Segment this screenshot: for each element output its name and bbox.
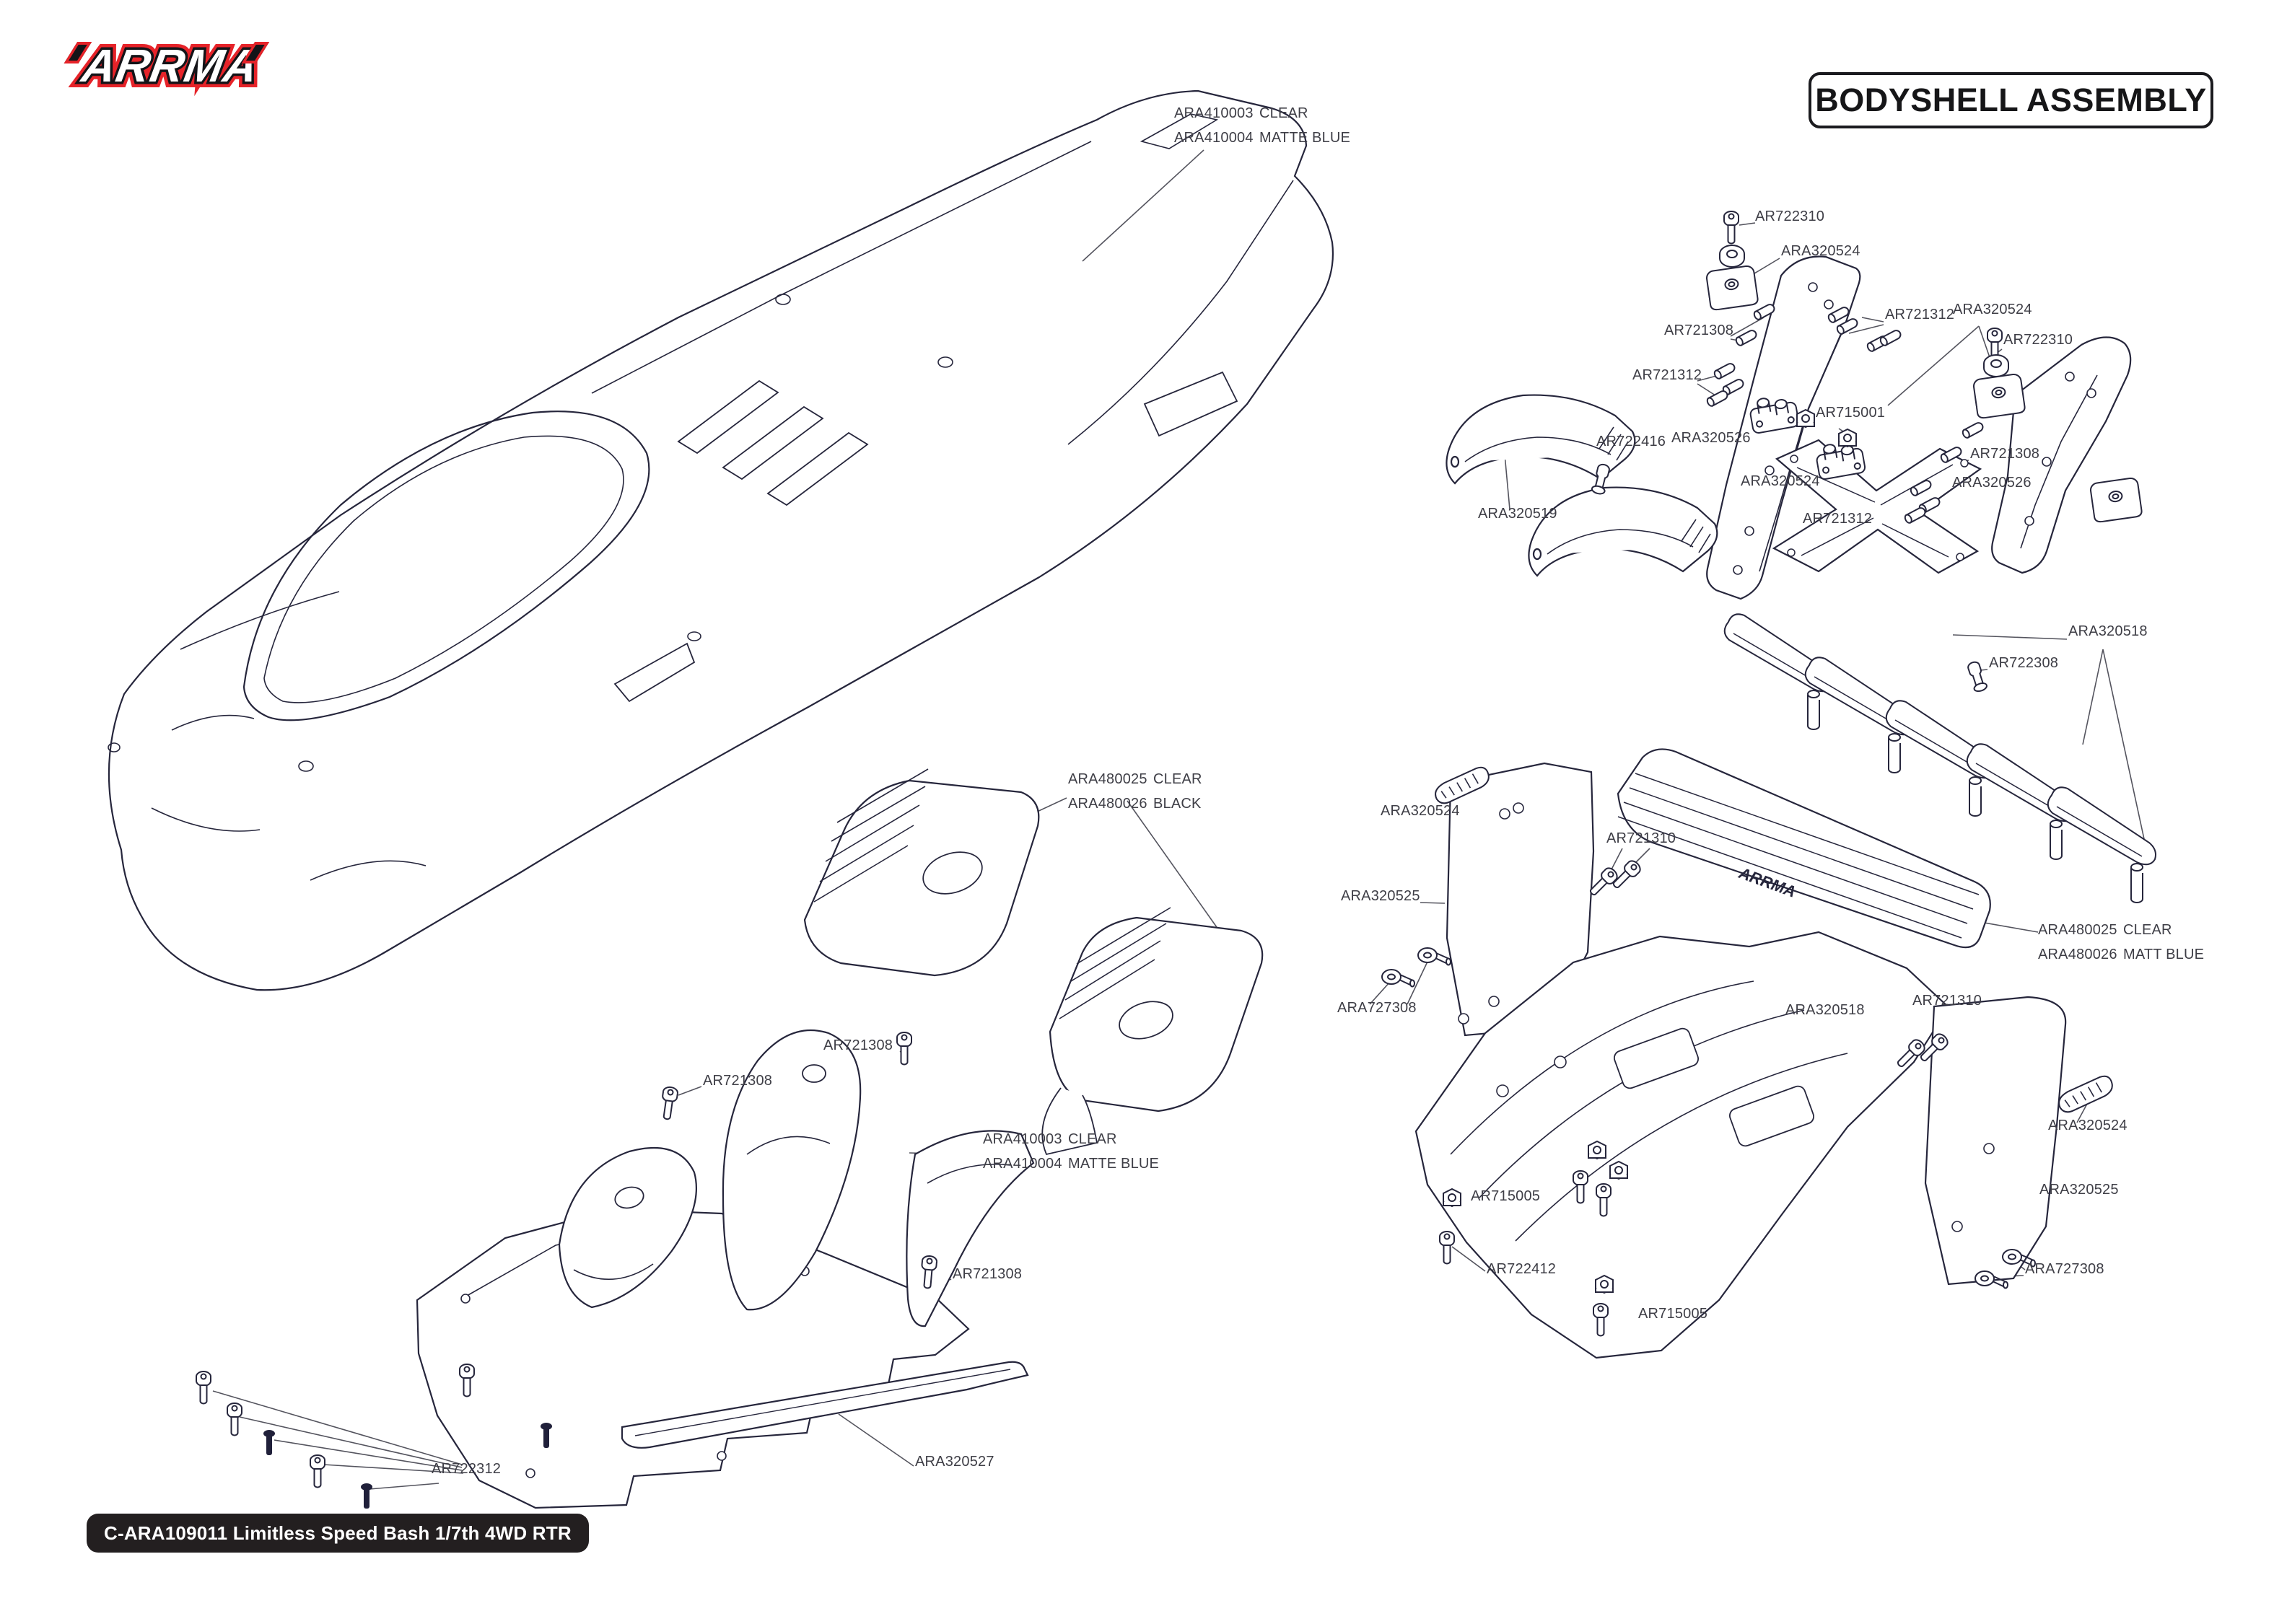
part-label: AR722310 xyxy=(2003,332,2073,348)
variant-label: ARA480025 CLEAR ARA480026 BLACK xyxy=(1068,767,1202,816)
part-number: ARA480025 xyxy=(1068,771,1147,787)
wing-endplate-right-drawing xyxy=(1924,996,2067,1286)
part-label: ARA320524 xyxy=(1741,473,1820,489)
rear-deck-louver-left-drawing xyxy=(803,768,1040,977)
wing-base-drawing xyxy=(1414,931,1950,1359)
part-finish: CLEAR xyxy=(1068,1131,1117,1147)
model-banner: C-ARA109011 Limitless Speed Bash 1/7th 4… xyxy=(87,1514,589,1553)
variant-label: ARA410003 CLEAR ARA410004 MATTE BLUE xyxy=(983,1127,1159,1176)
part-number: ARA410003 xyxy=(1174,105,1254,121)
part-label: ARA320525 xyxy=(1341,888,1420,904)
screw-drawing xyxy=(1723,210,1740,245)
part-finish: MATT BLUE xyxy=(2123,947,2205,962)
variant-label: ARA410003 CLEAR ARA410004 MATTE BLUE xyxy=(1174,101,1350,150)
main-bodyshell-drawing xyxy=(108,89,1334,991)
front-splitter-drawing xyxy=(416,1029,1035,1509)
part-label: AR715005 xyxy=(1638,1306,1708,1322)
part-label: ARA320518 xyxy=(2068,623,2148,639)
page-title: BODYSHELL ASSEMBLY xyxy=(1809,72,2213,128)
part-label: ARA320524 xyxy=(1381,803,1460,819)
rear-deck-louver-right-drawing xyxy=(1041,907,1264,1156)
part-number: ARA410004 xyxy=(1174,130,1254,146)
variant-label: ARA480025 CLEAR ARA480026 MATT BLUE xyxy=(2038,918,2204,967)
part-label: ARA320524 xyxy=(1781,243,1860,259)
part-label: ARA320527 xyxy=(915,1454,994,1470)
part-label: AR721308 xyxy=(1664,322,1734,338)
part-label: ARA727308 xyxy=(1337,1000,1417,1016)
part-label: AR721310 xyxy=(1606,830,1676,846)
part-number: ARA480025 xyxy=(2038,922,2117,938)
part-label: ARA727308 xyxy=(2025,1261,2104,1277)
part-label: ARA320526 xyxy=(1671,430,1751,446)
arrma-logo: ARRMA ARRMA ARRMA xyxy=(64,34,270,100)
body-mount-cluster-drawing xyxy=(1446,210,2143,600)
part-label: AR721312 xyxy=(1803,511,1873,527)
part-label: ARA320519 xyxy=(1478,506,1557,522)
part-number: ARA480026 xyxy=(1068,796,1147,812)
rear-wing-assembly-drawing: ARRMA xyxy=(1381,613,2157,1359)
part-finish: CLEAR xyxy=(1153,771,1202,787)
logo-text: ARRMA xyxy=(78,40,263,92)
part-number: ARA410003 xyxy=(983,1131,1062,1147)
part-label: AR721312 xyxy=(1632,367,1702,383)
wing-endplate-left-drawing xyxy=(1446,762,1595,1037)
part-label: AR722312 xyxy=(432,1461,502,1477)
part-label: AR721308 xyxy=(703,1073,773,1089)
splitter-lip-drawing xyxy=(621,1361,1029,1449)
part-finish: MATTE BLUE xyxy=(1259,130,1351,146)
part-label: AR722308 xyxy=(1989,655,2059,671)
part-label: ARA320518 xyxy=(1785,1002,1865,1018)
part-label: AR721308 xyxy=(953,1266,1023,1282)
part-label: AR715005 xyxy=(1471,1188,1541,1204)
part-label: AR721312 xyxy=(1885,307,1955,322)
part-label: AR715001 xyxy=(1816,405,1886,421)
part-label: ARA320526 xyxy=(1952,475,2032,491)
part-label: ARA320524 xyxy=(2048,1118,2127,1133)
part-label: AR722416 xyxy=(1596,434,1666,449)
part-label: AR721310 xyxy=(1912,993,1982,1009)
wing-center-drawing xyxy=(1617,748,1991,949)
part-label: AR722310 xyxy=(1755,209,1825,224)
part-number: ARA410004 xyxy=(983,1156,1062,1172)
part-finish: CLEAR xyxy=(2123,922,2172,938)
part-finish: MATTE BLUE xyxy=(1068,1156,1160,1172)
part-finish: CLEAR xyxy=(1259,105,1308,121)
part-label: ARA320524 xyxy=(1953,302,2032,317)
part-label: ARA320525 xyxy=(2039,1182,2119,1198)
part-finish: BLACK xyxy=(1153,796,1202,812)
part-label: AR722412 xyxy=(1487,1261,1557,1277)
part-label: AR721308 xyxy=(1970,446,2040,462)
part-number: ARA480026 xyxy=(2038,947,2117,962)
part-label: AR721308 xyxy=(823,1037,893,1053)
